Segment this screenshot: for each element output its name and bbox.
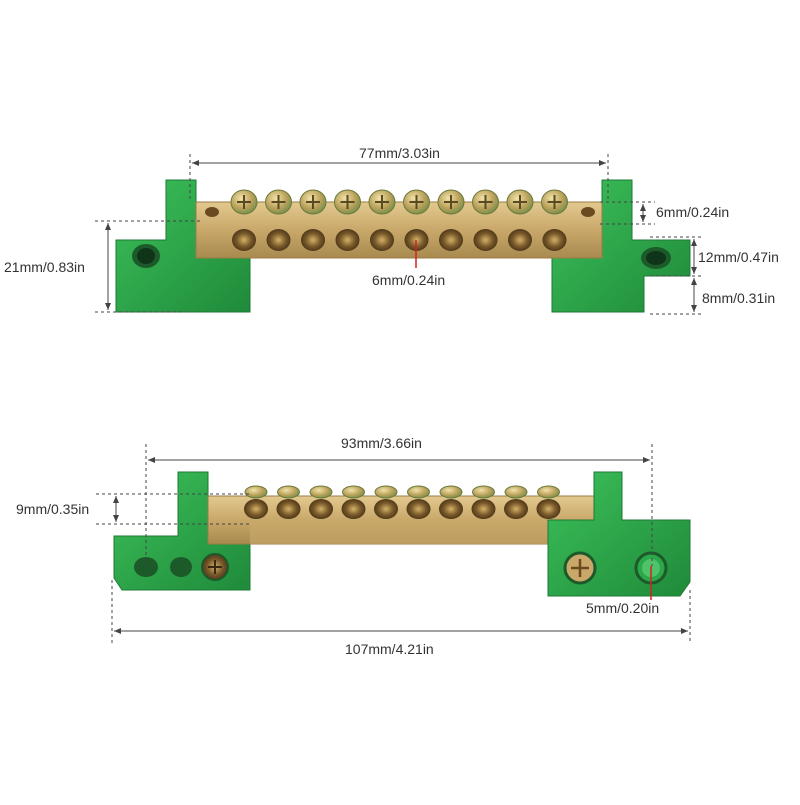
screw-head	[334, 189, 361, 215]
front-right-green-bracket	[547, 471, 691, 597]
screw-head	[265, 189, 292, 215]
front-screw	[309, 485, 333, 519]
front-dimension-lines	[96, 444, 691, 644]
front-screw	[244, 485, 268, 519]
front-screw	[374, 485, 398, 519]
terminal-hole	[266, 229, 291, 251]
overall-length-label: 107mm/4.21in	[345, 641, 434, 657]
front-screw	[471, 485, 496, 519]
terminal-hole	[370, 229, 394, 251]
front-screw	[406, 485, 431, 519]
front-screw-row	[244, 485, 561, 519]
top-screw-row	[230, 189, 568, 215]
mount-hole-label: 5mm/0.20in	[586, 600, 660, 616]
top-dimension-lines	[95, 154, 702, 315]
top-width-label: 77mm/3.03in	[359, 145, 440, 161]
terminal-hole	[473, 229, 498, 251]
front-inner-width-label: 93mm/3.66in	[341, 435, 422, 451]
front-screw	[276, 485, 301, 519]
top-hole-row	[232, 229, 567, 251]
brass-bar	[195, 201, 603, 259]
top-height-label: 21mm/0.83in	[4, 259, 85, 275]
terminal-hole	[508, 229, 532, 251]
terminal-hole	[542, 229, 567, 251]
front-screw	[341, 485, 366, 519]
screw-head	[299, 189, 327, 215]
terminal-hole	[232, 229, 256, 251]
terminal-hole	[439, 229, 463, 251]
screw-head	[403, 189, 430, 215]
screw-head	[437, 189, 465, 215]
hole-size-label: 6mm/0.24in	[372, 272, 446, 288]
screw-head-label: 6mm/0.24in	[656, 204, 730, 220]
right-green-bracket	[551, 179, 691, 313]
screw-head	[506, 189, 534, 215]
screw-head	[541, 189, 568, 215]
screw-height-label: 9mm/0.35in	[16, 501, 90, 517]
bar-height-label: 12mm/0.47in	[698, 249, 779, 265]
front-screw	[536, 485, 561, 519]
front-left-green-bracket	[113, 471, 251, 591]
top-busbar-view	[115, 179, 691, 313]
front-screw	[504, 485, 528, 519]
terminal-hole	[335, 229, 360, 251]
front-busbar-view	[113, 471, 691, 600]
base-height-label: 8mm/0.31in	[702, 290, 776, 306]
terminal-hole	[301, 229, 325, 251]
front-screw	[439, 485, 463, 519]
screw-head	[472, 189, 499, 215]
screw-head	[368, 189, 396, 215]
screw-head	[230, 189, 258, 215]
